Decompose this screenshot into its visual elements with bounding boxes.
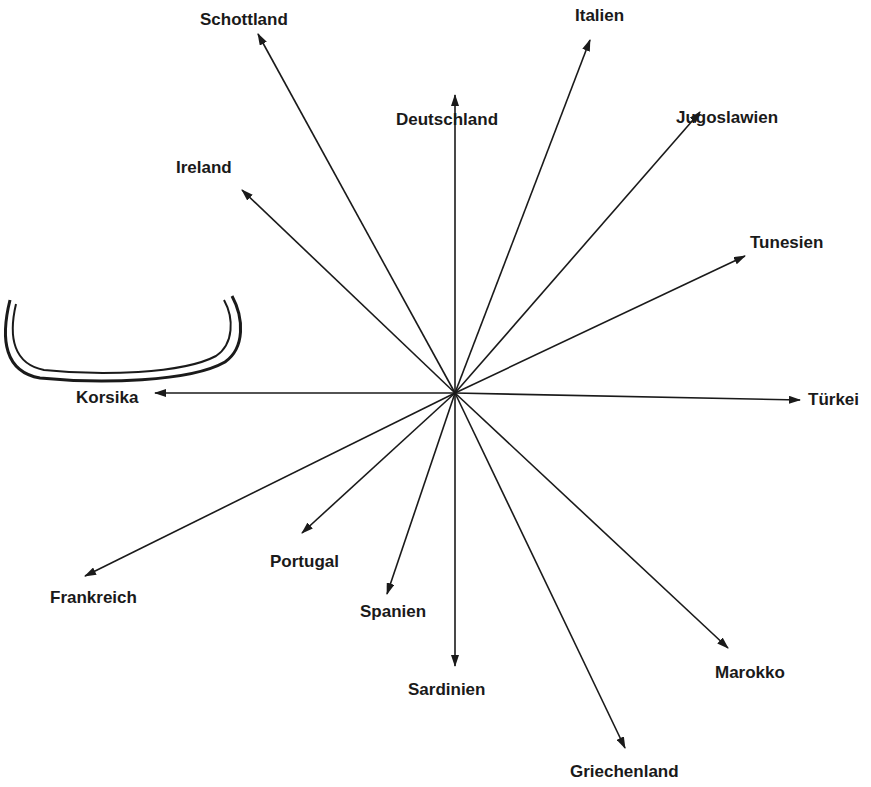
arrow bbox=[455, 393, 728, 648]
arrows bbox=[85, 34, 800, 748]
swoosh-line bbox=[5, 296, 240, 381]
arrow bbox=[455, 256, 745, 393]
country-label: Ireland bbox=[176, 158, 232, 178]
country-label: Frankreich bbox=[50, 588, 137, 608]
arrow bbox=[454, 95, 456, 393]
arrow bbox=[258, 34, 455, 393]
country-label: Türkei bbox=[808, 390, 859, 410]
country-label: Schottland bbox=[200, 10, 288, 30]
country-label: Tunesien bbox=[750, 233, 823, 253]
country-label: Griechenland bbox=[570, 762, 679, 782]
country-label: Portugal bbox=[270, 552, 339, 572]
arrow bbox=[242, 190, 455, 393]
arrow bbox=[155, 392, 455, 394]
country-label: Deutschland bbox=[396, 110, 498, 130]
country-label: Jugoslawien bbox=[676, 108, 778, 128]
arrow bbox=[454, 393, 456, 666]
country-label: Marokko bbox=[715, 663, 785, 683]
arrow bbox=[455, 40, 590, 393]
arrow bbox=[455, 393, 800, 400]
country-label: Spanien bbox=[360, 602, 426, 622]
country-label: Sardinien bbox=[408, 680, 485, 700]
country-label: Korsika bbox=[76, 388, 138, 408]
arrow bbox=[85, 393, 455, 576]
arrow bbox=[387, 393, 455, 594]
country-label: Italien bbox=[575, 6, 624, 26]
arrow bbox=[455, 112, 700, 393]
swoosh-line bbox=[13, 300, 231, 373]
